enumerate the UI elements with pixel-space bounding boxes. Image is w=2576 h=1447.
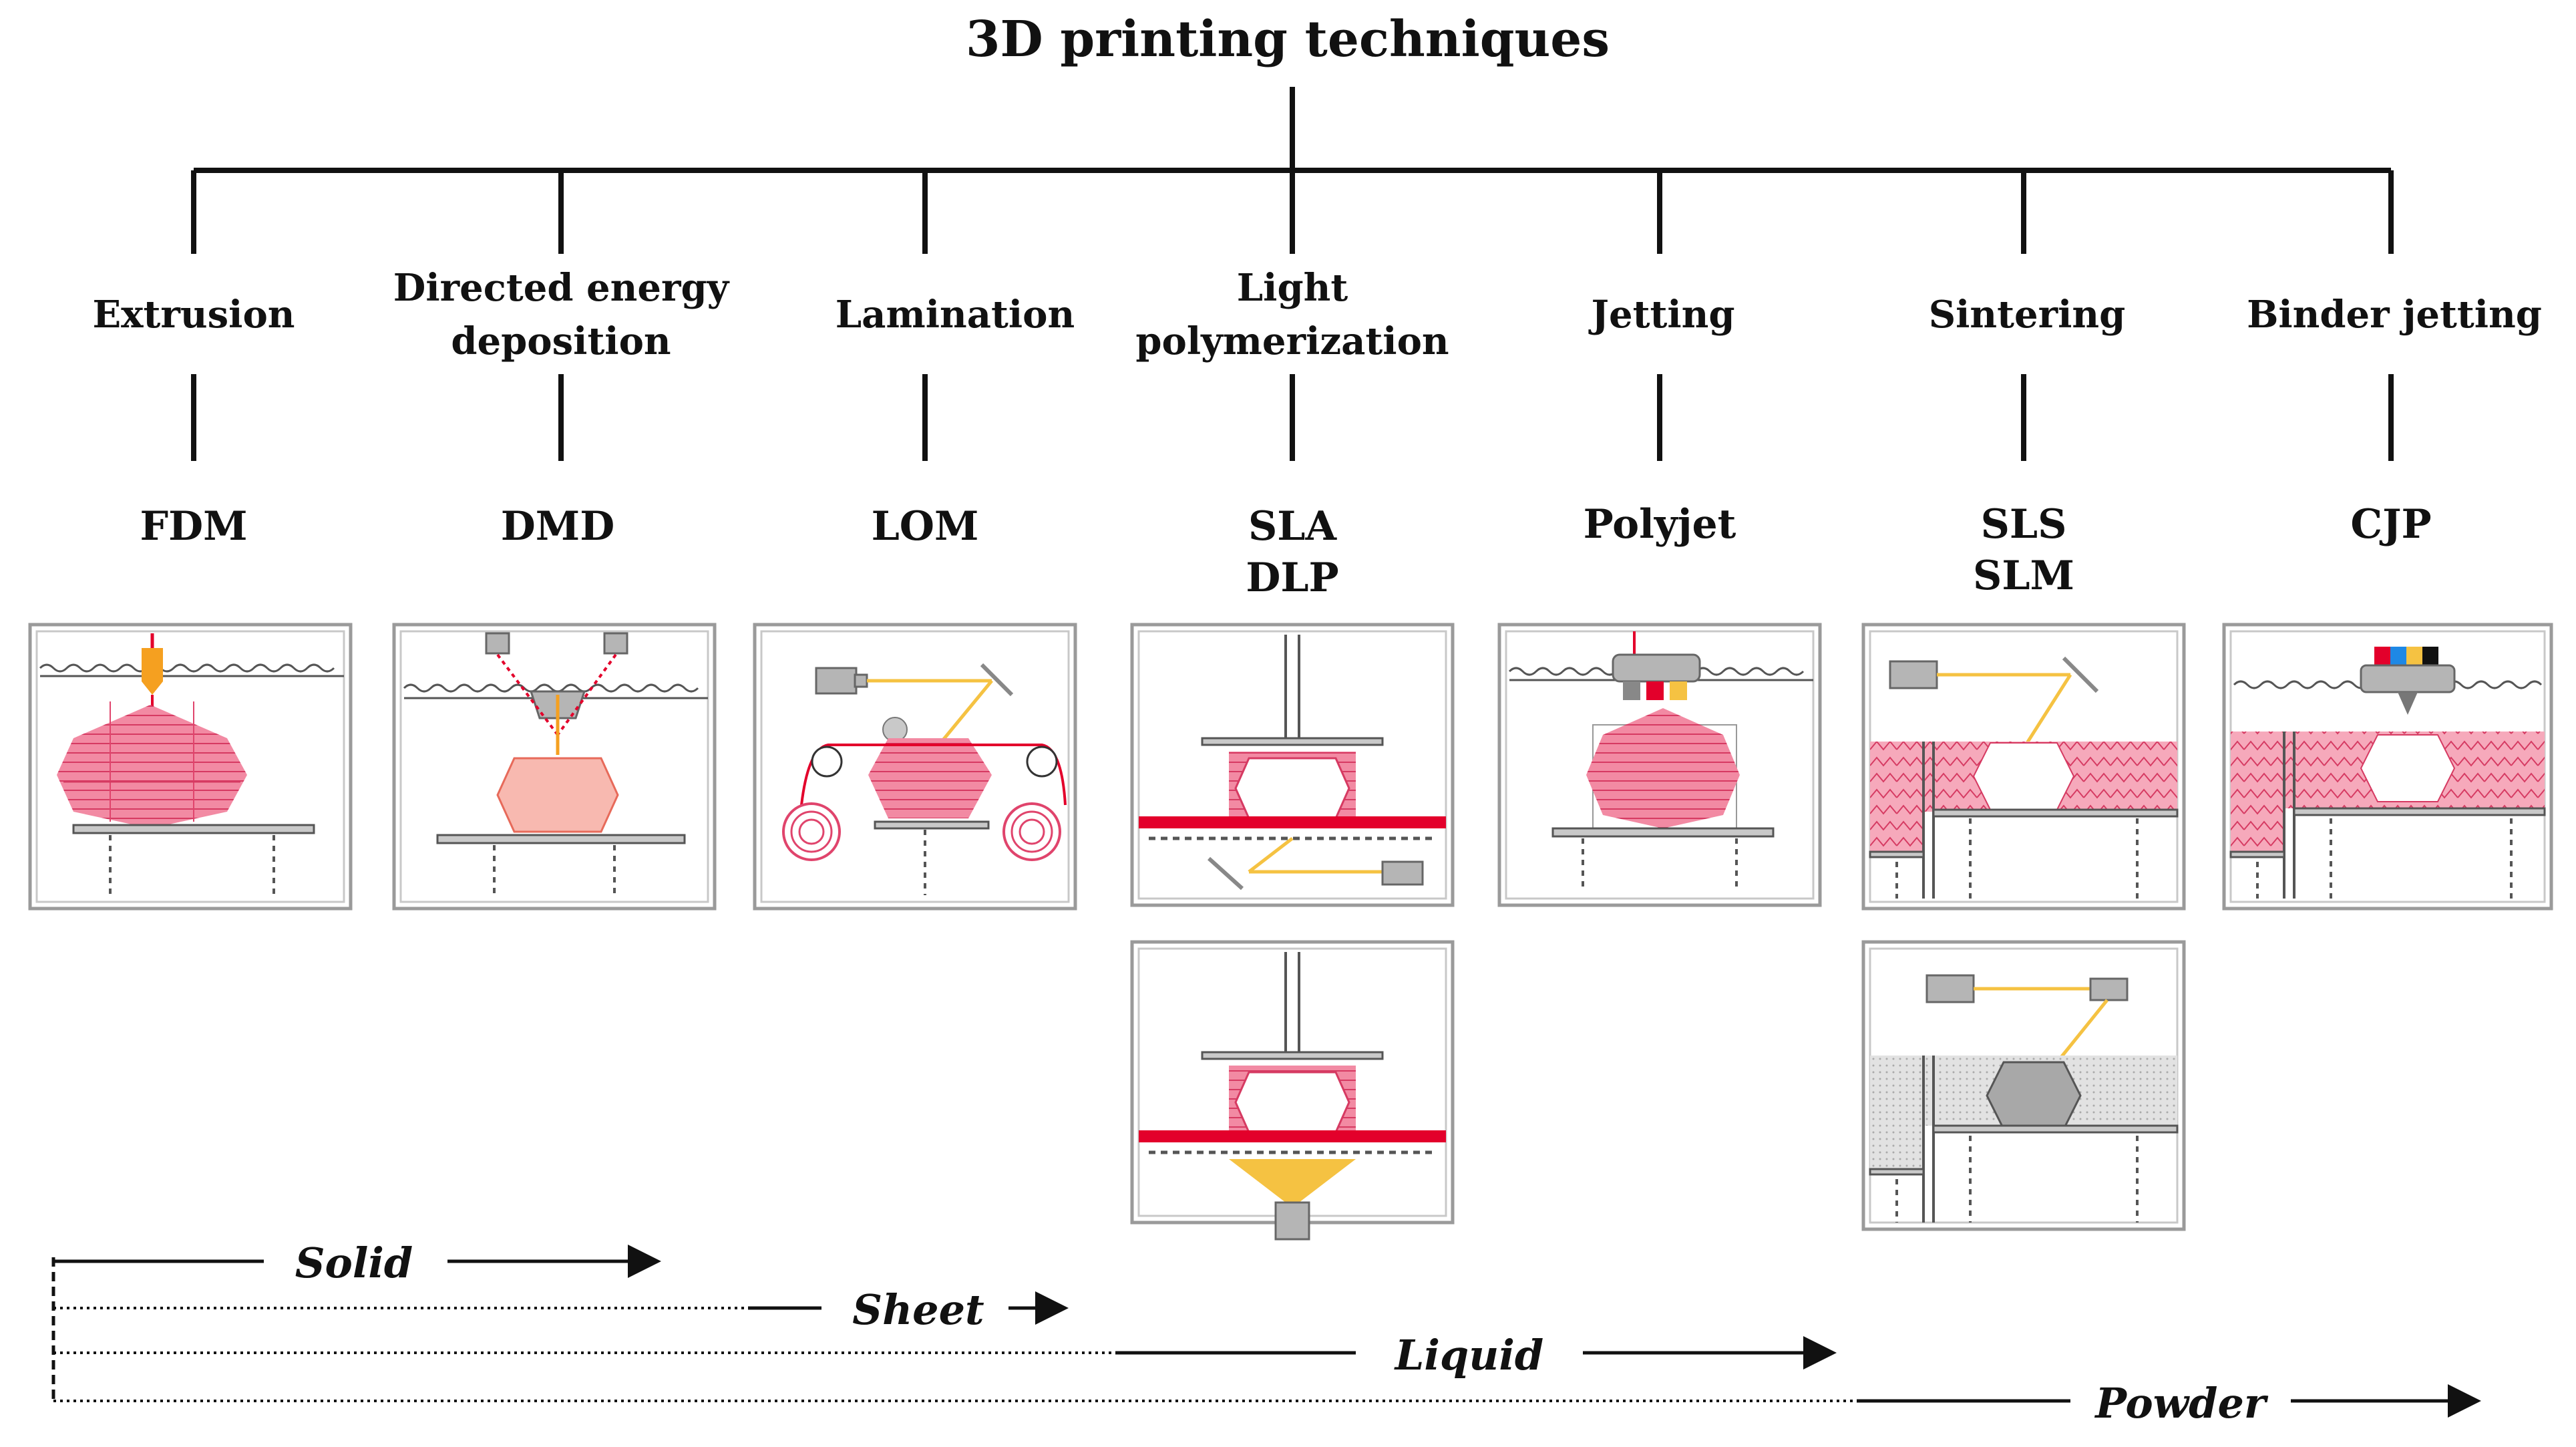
fdm-part [57, 701, 247, 828]
fdm-illustration [28, 623, 353, 911]
technique-dlp: DLP [1246, 554, 1338, 601]
technique-lom: LOM [872, 503, 979, 550]
phase-powder: Powder [2094, 1379, 2268, 1428]
diagram-title: 3D printing techniques [966, 11, 1610, 68]
technique-sla: SLA [1248, 503, 1338, 550]
slm-illustration [1861, 940, 2186, 1231]
sls-illustration [1861, 623, 2186, 911]
technique-sls: SLS [1981, 501, 2067, 548]
dlp-illustration [1130, 940, 1455, 1241]
technique-labels: FDM DMD LOM SLA DLP Polyjet SLS SLM CJP [140, 501, 2431, 601]
category-lamination: Lamination [836, 293, 1075, 337]
dmd-illustration [392, 623, 717, 911]
category-directed-energy-line1: Directed energy [393, 266, 730, 310]
category-sintering: Sintering [1929, 293, 2126, 337]
tree-connectors [191, 87, 2394, 461]
category-jetting: Jetting [1588, 293, 1734, 337]
category-light-polymerization-line2: polymerization [1135, 319, 1449, 363]
sla-illustration [1130, 623, 1455, 907]
category-binder-jetting: Binder jetting [2247, 293, 2542, 337]
polyjet-illustration [1497, 623, 1822, 907]
phase-sheet: Sheet [852, 1285, 984, 1334]
category-extrusion: Extrusion [92, 293, 295, 337]
material-phase-arrows: Solid Sheet Liquid Powder [51, 1239, 2481, 1428]
cjp-illustration [2222, 623, 2553, 911]
technique-fdm: FDM [140, 503, 247, 550]
technique-dmd: DMD [501, 503, 614, 550]
phase-liquid: Liquid [1394, 1331, 1543, 1380]
lom-illustration [753, 623, 1077, 911]
technique-polyjet: Polyjet [1584, 501, 1736, 548]
technique-slm: SLM [1973, 552, 2074, 599]
phase-solid: Solid [295, 1239, 413, 1287]
category-directed-energy-line2: deposition [451, 319, 671, 363]
technique-cjp: CJP [2350, 501, 2431, 548]
category-light-polymerization-line1: Light [1237, 266, 1348, 310]
category-labels: Extrusion Directed energy deposition Lam… [92, 266, 2541, 363]
